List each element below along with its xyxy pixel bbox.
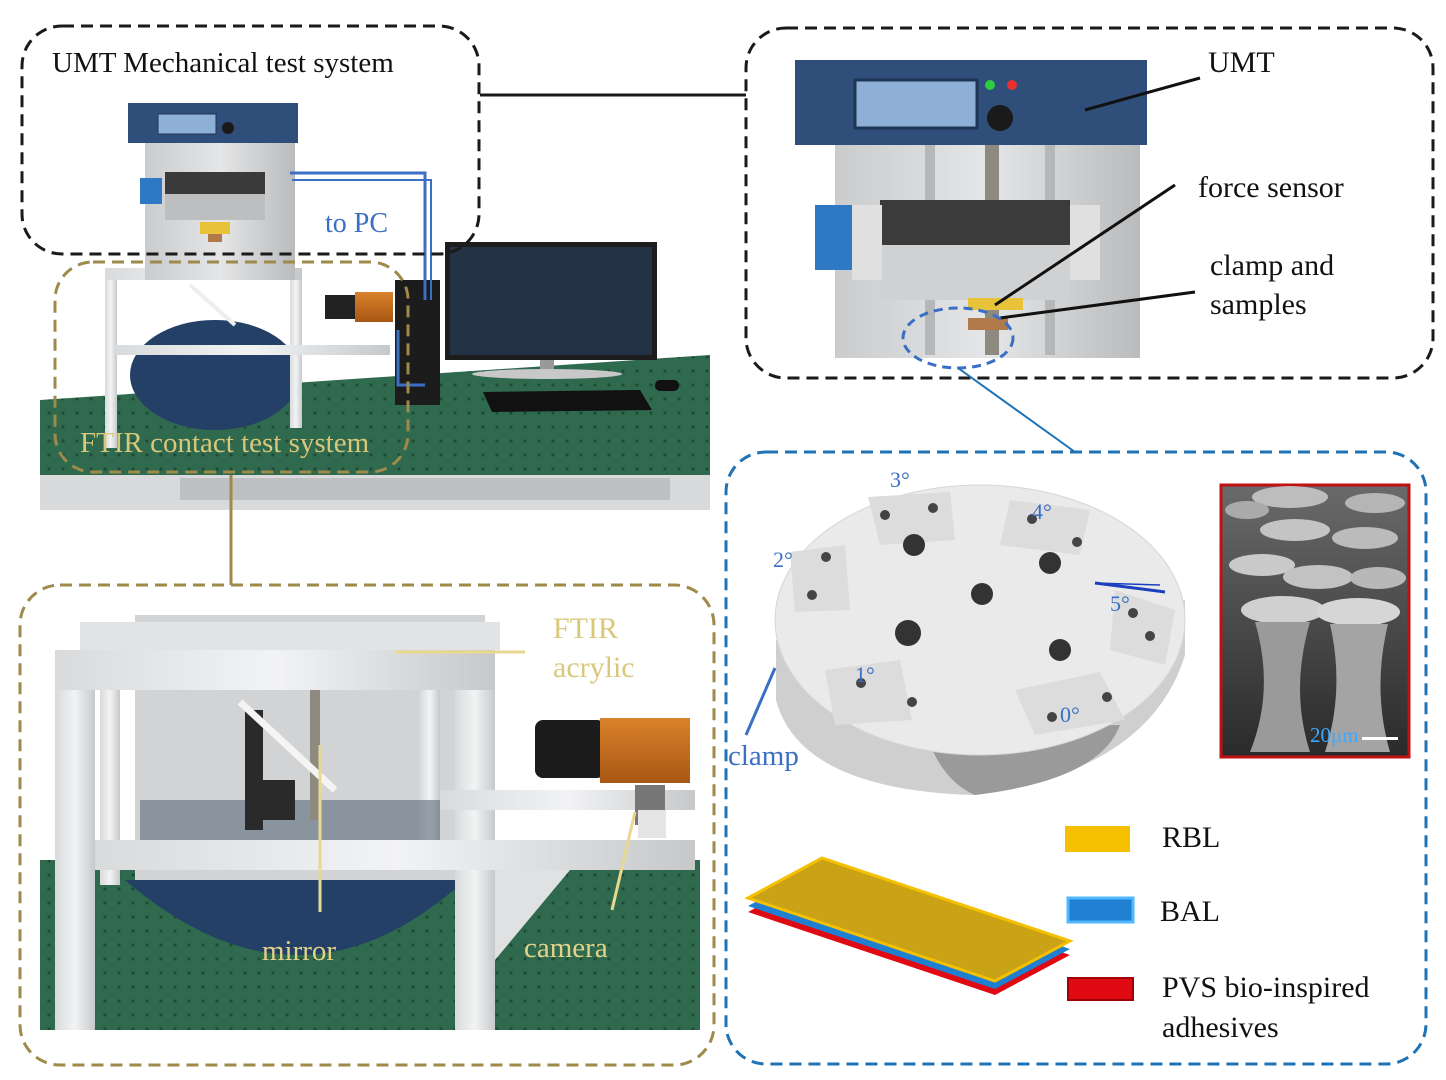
camera-pointer — [610, 811, 637, 911]
scale-bar-label: 20μm — [1310, 723, 1359, 747]
angle-label-3: 3° — [890, 467, 910, 492]
legend-swatch-rbl — [1065, 826, 1130, 852]
umt-detail-illustration — [795, 60, 1147, 358]
umt-detail-frame — [744, 26, 1435, 380]
clamp-pointer — [744, 667, 777, 736]
umt-pointer — [1084, 76, 1201, 112]
clamp-label: clamp — [728, 740, 799, 772]
layered-sample — [744, 856, 1074, 995]
ftir-acrylic-label-1: FTIR — [553, 612, 618, 645]
umt-system-frame — [20, 24, 481, 256]
clamp-samples-label-1: clamp and — [1210, 249, 1334, 282]
clamp-samples-label-2: samples — [1210, 288, 1307, 321]
clamp-detail-frame — [724, 450, 1428, 1066]
legend-label-pvs-1: PVS bio-inspired — [1162, 971, 1370, 1004]
force-sensor-pointer — [994, 183, 1176, 307]
to-pc-label: to PC — [325, 208, 388, 239]
angled-clamp-disc — [774, 484, 1186, 795]
umt-label: UMT — [1208, 46, 1275, 79]
clamp-samples-pointer — [999, 290, 1196, 320]
legend-swatch-bal — [1066, 896, 1135, 924]
ftir-detail-illustration — [40, 615, 700, 1030]
legend-swatch-pvs — [1067, 977, 1134, 1001]
angle-label-5: 5° — [1110, 591, 1130, 616]
angle-label-0: 0° — [1060, 702, 1080, 727]
keyboard — [483, 390, 652, 412]
ftir-system-label: FTIR contact test system — [80, 427, 370, 459]
angle-label-4: 4° — [1032, 499, 1052, 524]
angle-label-2: 2° — [773, 547, 793, 572]
mirror-label: mirror — [262, 935, 336, 967]
sem-micrograph — [1219, 483, 1411, 759]
angle-label-1: 1° — [855, 662, 875, 687]
ftir-system-frame — [53, 260, 410, 474]
camera-label: camera — [524, 932, 608, 964]
ftir-detail-frame — [18, 583, 716, 1067]
force-sensor-label: force sensor — [1198, 171, 1344, 204]
umt-system-label: UMT Mechanical test system — [52, 47, 394, 79]
scale-bar — [1362, 737, 1398, 740]
legend-label-bal: BAL — [1160, 895, 1220, 928]
clamp-connector-line — [957, 367, 1076, 453]
legend-label-rbl: RBL — [1162, 821, 1220, 854]
ftir-acrylic-label-2: acrylic — [553, 651, 635, 684]
legend-label-pvs-2: adhesives — [1162, 1011, 1279, 1044]
